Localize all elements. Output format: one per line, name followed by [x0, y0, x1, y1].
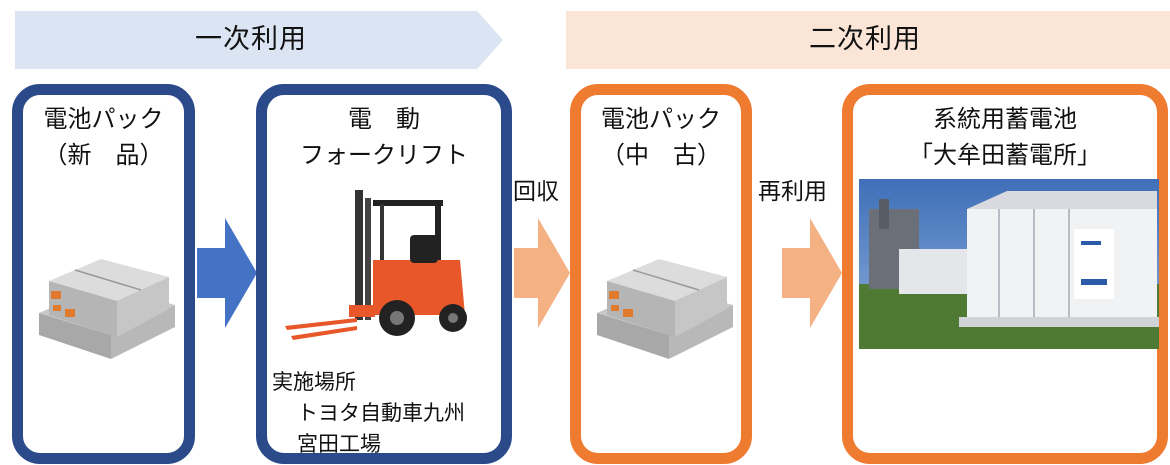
primary-use-label: 一次利用: [195, 24, 307, 55]
new-pack-title-line2: （新 品）: [43, 141, 164, 169]
battery-pack-icon: [39, 259, 175, 359]
location-line2: 宮田工場: [297, 432, 381, 456]
secondary-banner-shape: [566, 11, 1170, 69]
storage-title-line2: 「大牟田蓄電所」: [909, 141, 1101, 169]
forklift-title-line2: フォークリフト: [300, 141, 468, 169]
secondary-use-banner: 二次利用: [566, 11, 1170, 69]
location-label: 実施場所: [272, 370, 356, 394]
reuse-label: 再利用: [758, 172, 827, 206]
collect-label: 回収: [513, 172, 559, 206]
used-battery-pack-box: 電池パック （中 古）: [570, 84, 752, 464]
orange-flow-arrow-reuse: [782, 218, 842, 328]
location-line1: トヨタ自動車九州: [297, 401, 465, 425]
primary-use-banner: 一次利用: [15, 11, 503, 69]
orange-flow-arrow-collect: [514, 218, 570, 328]
forklift-image: [285, 190, 467, 340]
primary-banner-arrow-shape: [15, 11, 503, 69]
used-pack-title-line2: （中 古）: [601, 141, 721, 169]
battery-pack-icon: [597, 259, 733, 359]
secondary-use-label: 二次利用: [809, 24, 921, 55]
forklift-title-line1: 電 動: [348, 105, 420, 133]
new-pack-title-line1: 電池パック: [43, 105, 164, 133]
new-battery-pack-box: 電池パック （新 品）: [12, 84, 195, 464]
used-pack-title-line1: 電池パック: [601, 105, 721, 133]
storage-facility-photo: [859, 179, 1159, 349]
storage-title-line1: 系統用蓄電池: [933, 105, 1077, 133]
grid-storage-box: 系統用蓄電池 「大牟田蓄電所」: [842, 84, 1168, 464]
electric-forklift-box: 電 動 フォークリフト 実施場所 トヨタ自動車九州 宮田工場: [256, 84, 512, 464]
blue-flow-arrow: [197, 218, 257, 328]
